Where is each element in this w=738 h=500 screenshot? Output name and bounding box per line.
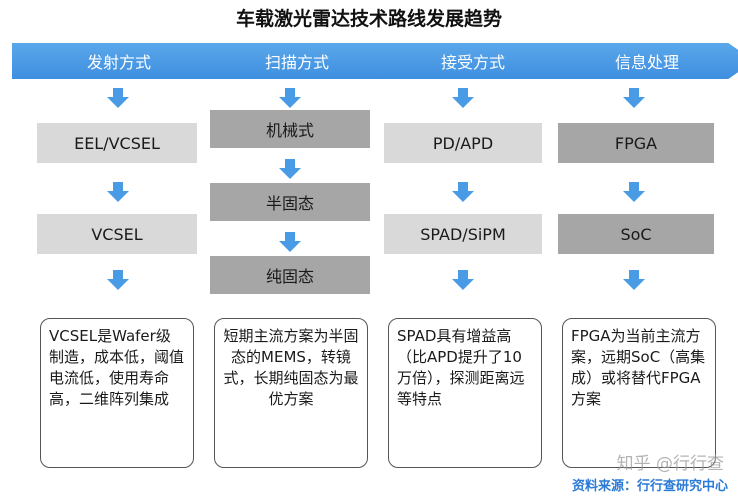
page-title: 车载激光雷达技术路线发展趋势	[235, 8, 502, 30]
down-arrow-icon	[279, 159, 301, 179]
header-scanning-label: 扫描方式	[264, 53, 329, 72]
receiving-box-spad-sipm-label: SPAD/SiPM	[420, 224, 506, 244]
processing-note: FPGA为当前主流方案，远期SoC（高集成）或将替代FPGA方案	[562, 318, 716, 468]
header-emission: 发射方式	[12, 43, 226, 79]
scanning-box-mechanical-label: 机械式	[265, 121, 314, 140]
header-processing-label: 信息处理	[614, 53, 679, 72]
down-arrow-icon	[623, 88, 645, 108]
processing-box-soc-label: SoC	[620, 224, 652, 244]
receiving-box-pd-apd: PD/APD	[384, 123, 542, 163]
emission-box-eel-vcsel: EEL/VCSEL	[37, 123, 197, 163]
scanning-note: 短期主流方案为半固态的MEMS，转镜式，长期纯固态为最优方案	[214, 318, 368, 468]
emission-box-vcsel-label: VCSEL	[91, 224, 143, 244]
scanning-box-mechanical: 机械式	[210, 110, 370, 148]
source-caption: 资料来源：行行查研究中心	[571, 479, 728, 494]
receiving-box-pd-apd-label: PD/APD	[432, 133, 494, 153]
header-emission-label: 发射方式	[86, 53, 151, 72]
down-arrow-icon	[107, 270, 129, 290]
processing-box-soc: SoC	[558, 214, 714, 254]
scanning-box-semi-solid-label: 半固态	[265, 194, 314, 213]
header-receiving-label: 接受方式	[440, 53, 505, 72]
emission-box-vcsel: VCSEL	[37, 214, 197, 254]
receiving-note: SPAD具有增益高（比APD提升了10万倍），探测距离远等特点	[388, 318, 542, 468]
down-arrow-icon	[623, 182, 645, 202]
scanning-box-semi-solid: 半固态	[210, 183, 370, 221]
receiving-box-spad-sipm: SPAD/SiPM	[384, 214, 542, 254]
down-arrow-icon	[107, 182, 129, 202]
scanning-box-solid-state: 纯固态	[210, 256, 370, 294]
header-processing: 信息处理	[540, 43, 738, 79]
down-arrow-icon	[452, 270, 474, 290]
down-arrow-icon	[452, 88, 474, 108]
emission-box-eel-vcsel-label: EEL/VCSEL	[74, 133, 160, 153]
down-arrow-icon	[623, 270, 645, 290]
header-scanning: 扫描方式	[190, 43, 404, 79]
down-arrow-icon	[452, 182, 474, 202]
watermark: 知乎 @行行查	[616, 454, 724, 474]
processing-box-fpga: FPGA	[558, 123, 714, 163]
emission-note: VCSEL是Wafer级制造，成本低，阈值电流低，使用寿命高，二维阵列集成	[40, 318, 194, 468]
header-receiving: 接受方式	[366, 43, 580, 79]
down-arrow-icon	[107, 88, 129, 108]
down-arrow-icon	[279, 232, 301, 252]
scanning-box-solid-state-label: 纯固态	[265, 267, 314, 286]
processing-box-fpga-label: FPGA	[614, 133, 658, 153]
down-arrow-icon	[279, 88, 301, 108]
